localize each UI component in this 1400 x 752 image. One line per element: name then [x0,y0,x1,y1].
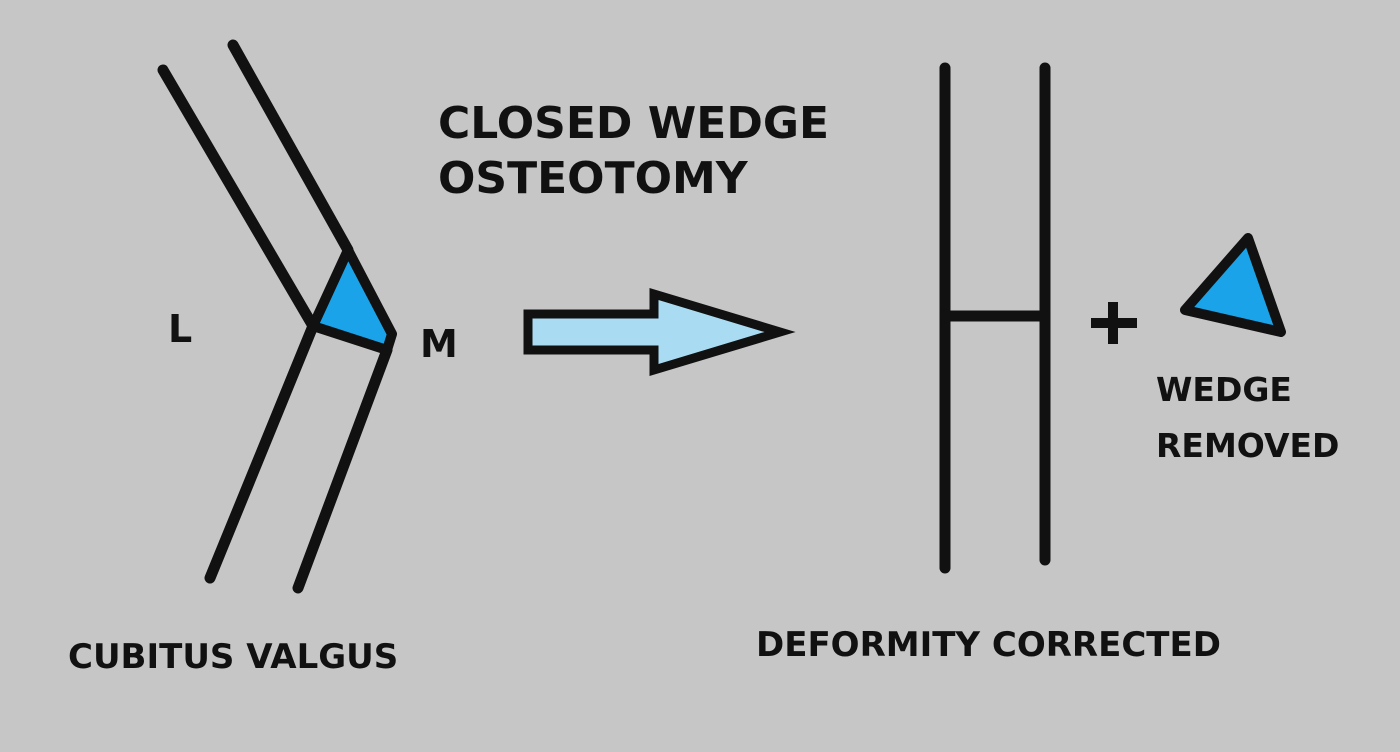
caption-wedge-removed: WEDGE REMOVED [1156,362,1376,474]
bent-bone [157,39,393,594]
bent-bone-lower-lateral [204,320,319,584]
bent-bone-upper-lateral [157,64,319,332]
caption-deformity-corrected: DEFORMITY CORRECTED [756,625,1221,665]
wedge-caption-line-2: REMOVED [1156,426,1340,466]
title-line-2: OSTEOTOMY [438,153,748,204]
removed-wedge [1180,233,1286,337]
wedge-caption-line-1: WEDGE [1156,370,1292,409]
caption-cubitus-valgus: CUBITUS VALGUS [68,637,399,677]
plus-sign-icon [1091,302,1137,344]
label-lateral: L [168,307,193,351]
diagram-title: CLOSED WEDGE OSTEOTOMY [438,96,878,206]
corrected-bone [939,62,1051,574]
bone-wedge [308,245,397,355]
label-medial: M [420,322,458,366]
bent-bone-lower-medial [292,344,393,594]
bent-bone-upper-medial [227,39,354,256]
direction-arrow [523,287,796,377]
title-line-1: CLOSED WEDGE [438,98,830,149]
